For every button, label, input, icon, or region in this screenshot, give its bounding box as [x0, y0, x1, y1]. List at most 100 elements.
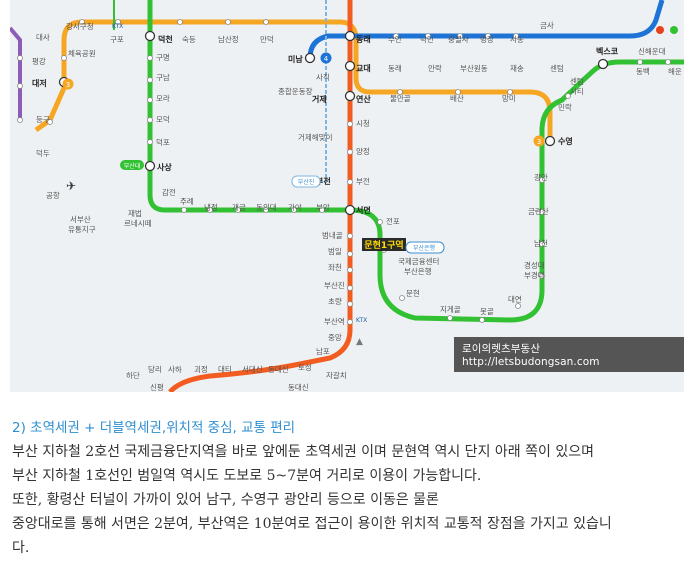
line-1	[168, 0, 353, 392]
subway-map: 3 4 3 ✈ KTX KTX ▲ 강서구청 구포 덕천 숙등 남산정 만덕 미…	[10, 0, 684, 392]
station-choryang: 초량	[328, 297, 342, 306]
station-daejeo: 대저	[32, 78, 47, 88]
station-jigegol: 지게골	[440, 304, 461, 314]
station-deokpo: 덕포	[156, 137, 170, 147]
station-nakmin: 낙민	[420, 34, 434, 44]
station-busandaehak: 동대신	[288, 383, 309, 392]
station-sinpyeong: 신평	[150, 382, 164, 392]
svg-text:부산대: 부산대	[124, 162, 141, 170]
station-mincheon: 민락	[558, 102, 572, 112]
station-nampo: 남포	[316, 347, 330, 356]
svg-text:KTX: KTX	[112, 23, 123, 30]
station-minam: 미남	[288, 54, 303, 64]
station-bujeon2: 부전	[316, 176, 331, 186]
station-bexco: 벡스코	[596, 46, 619, 56]
station-namcheon: 남천	[534, 238, 548, 248]
station-dongnae: 동래	[356, 34, 371, 44]
svg-text:부산은행: 부산은행	[413, 244, 435, 252]
station-gaya: 가야	[288, 202, 302, 212]
body-line-4: 중앙대로를 통해 서면은 2분여, 부산역은 10분여로 접근이 용이한 위치적…	[12, 516, 612, 532]
station-hadan: 하단	[126, 370, 140, 380]
station-dongdaesin: 동대신	[268, 365, 289, 374]
station-munhyeon: 문현	[406, 289, 420, 298]
svg-text:부산진: 부산진	[298, 178, 315, 186]
body-line-5: 다.	[12, 540, 30, 556]
station-sasang: 사상	[157, 162, 172, 172]
station-jwacheon: 좌천	[328, 262, 342, 272]
station-gunam: 구남	[156, 73, 170, 82]
body-line-1: 부산 지하철 2호선 국제금융단지역을 바로 앞에둔 초역세권 이며 문현역 역…	[12, 444, 594, 460]
station-daesa: 대사	[36, 33, 50, 42]
station-suan: 수안	[388, 34, 402, 44]
station-goejeong: 괴정	[194, 364, 208, 374]
station-beomil: 범일	[328, 246, 342, 256]
station-gaeseo: 강서구청	[66, 21, 94, 31]
station-geoje: 거제	[312, 94, 327, 104]
svg-text:유통지구: 유통지구	[68, 225, 96, 234]
station-naengjeong: 냉정	[204, 202, 218, 212]
svg-text:부경대: 부경대	[524, 270, 545, 280]
station-sajik: 사직	[316, 72, 330, 82]
station-gupo: 구포	[110, 35, 124, 44]
svg-text:▲: ▲	[356, 337, 363, 347]
station-busanyeok: 부산역	[324, 316, 345, 326]
station-modeok: 모덕	[156, 114, 170, 124]
station-anrak: 안락	[428, 63, 442, 73]
badge-busan-station: 부산진	[291, 175, 321, 188]
station-mandeok: 만덕	[260, 34, 274, 44]
station-myeongjang: 명장	[480, 34, 494, 44]
map-watermark: 로이의렛츠부동산 http://letsbudongsan.com	[454, 337, 684, 372]
station-saha: 사하	[168, 364, 182, 374]
station-gyodae: 교대	[356, 63, 371, 73]
station-busanjin: 부산진	[324, 280, 345, 290]
badge-busan-univ: 부산대	[120, 160, 144, 170]
line-3	[34, 19, 553, 142]
highlight-munhyeon-1: 문현1구역 부산은행	[362, 238, 445, 254]
svg-text:4: 4	[324, 55, 329, 63]
station-daeti: 대티	[218, 365, 232, 374]
line-2	[147, 0, 684, 323]
station-yangjeong: 양정	[356, 146, 370, 156]
station-mulmangol: 물만골	[390, 94, 411, 103]
ktx-icon: KTX	[356, 317, 367, 324]
svg-text:시티: 시티	[570, 87, 584, 96]
station-gaegeum: 개금	[232, 202, 246, 212]
station-deokcheon: 덕천	[158, 34, 173, 44]
station-centum: 센텀	[550, 63, 564, 73]
body-line-3: 또한, 황령산 터널이 가까이 있어 남구, 수영구 광안리 등으로 이동은 물…	[12, 492, 439, 508]
svg-text:3: 3	[66, 81, 70, 89]
station-gwangan: 광안	[534, 172, 548, 182]
station-yeonsan: 연산	[356, 94, 371, 104]
svg-text:3: 3	[537, 138, 541, 146]
line-4	[307, 0, 665, 59]
airplane-icon: ✈	[66, 179, 76, 193]
station-gonghang: 공항	[46, 191, 60, 200]
station-seobusan: 서부산	[70, 214, 91, 224]
station-kyeongseong: 경성대	[524, 260, 545, 270]
station-daeyeon: 대연	[508, 295, 522, 304]
station-dongui: 동의대	[256, 202, 277, 212]
station-toseong: 토성	[298, 363, 312, 372]
station-geumryeonsan: 금련산	[528, 206, 549, 216]
station-jaesong: 재송	[510, 64, 524, 73]
svg-text:문현1구역: 문현1구역	[364, 239, 403, 251]
station-mora: 모라	[156, 94, 170, 103]
line-3-badge-icon: 3	[62, 78, 74, 90]
section-title: 2) 초역세권 + 더블역세권,위치적 중심, 교통 편리	[12, 420, 296, 436]
station-jagalchi: 자갈치	[326, 371, 347, 380]
station-seomyeon: 서면	[356, 205, 371, 215]
station-namsanjeong: 남산정	[218, 34, 239, 44]
line-3-badge-icon: 3	[533, 135, 545, 147]
station-deungu: 등구	[36, 115, 50, 124]
station-sukdeung: 숙등	[182, 35, 196, 44]
station-gukje: 국제금융센터	[398, 256, 439, 266]
station-jungang: 중앙	[328, 332, 342, 342]
line-4-badge-icon: 4	[320, 52, 332, 64]
station-geumsa: 금사	[540, 21, 554, 30]
station-sinhae: 신해운대	[638, 46, 666, 56]
gimhae-line	[10, 26, 22, 120]
station-gumyeong: 구명	[156, 52, 170, 62]
station-haeun: 해운	[668, 66, 682, 76]
station-centumcity: 센텀	[570, 76, 584, 86]
station-seodaesin: 서대신	[242, 365, 263, 374]
